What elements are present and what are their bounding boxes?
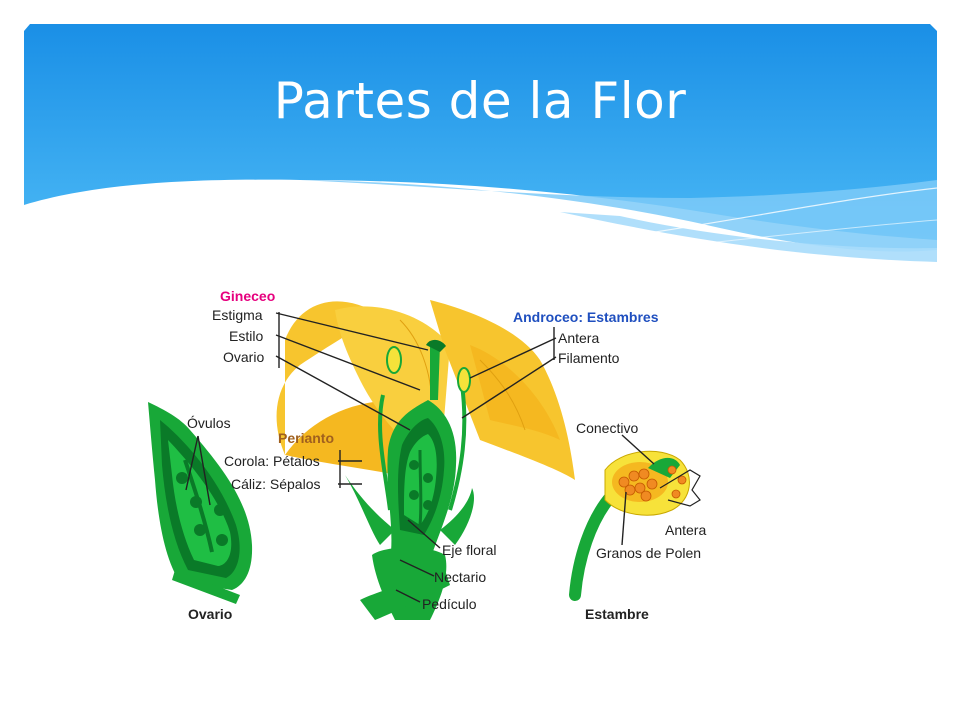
label-antera: Antera (558, 330, 599, 346)
label-antera-detail: Antera (665, 522, 706, 538)
label-ovulos: Óvulos (187, 415, 231, 431)
caption-ovario: Ovario (188, 606, 232, 622)
label-granos-polen: Granos de Polen (596, 545, 701, 561)
petals-illustration (276, 300, 575, 480)
leader-lines (185, 312, 655, 603)
pistil-illustration (345, 339, 475, 620)
label-pediculo: Pedículo (422, 596, 477, 612)
label-perianto: Perianto (278, 430, 334, 446)
label-conectivo: Conectivo (576, 420, 638, 436)
label-gineceo: Gineceo (220, 288, 275, 304)
ovary-detail-illustration (148, 402, 253, 604)
label-ovario-part: Ovario (223, 349, 264, 365)
label-caliz: Cáliz: Sépalos (231, 476, 321, 492)
label-estilo: Estilo (229, 328, 263, 344)
label-estigma: Estigma (212, 307, 263, 323)
slide-title: Partes de la Flor (273, 72, 687, 130)
label-eje-floral: Eje floral (442, 542, 496, 558)
label-corola: Corola: Pétalos (224, 453, 320, 469)
label-nectario: Nectario (434, 569, 486, 585)
label-filamento: Filamento (558, 350, 620, 366)
header-band (24, 24, 938, 262)
caption-estambre: Estambre (585, 606, 649, 622)
label-androceo: Androceo: Estambres (513, 309, 659, 325)
